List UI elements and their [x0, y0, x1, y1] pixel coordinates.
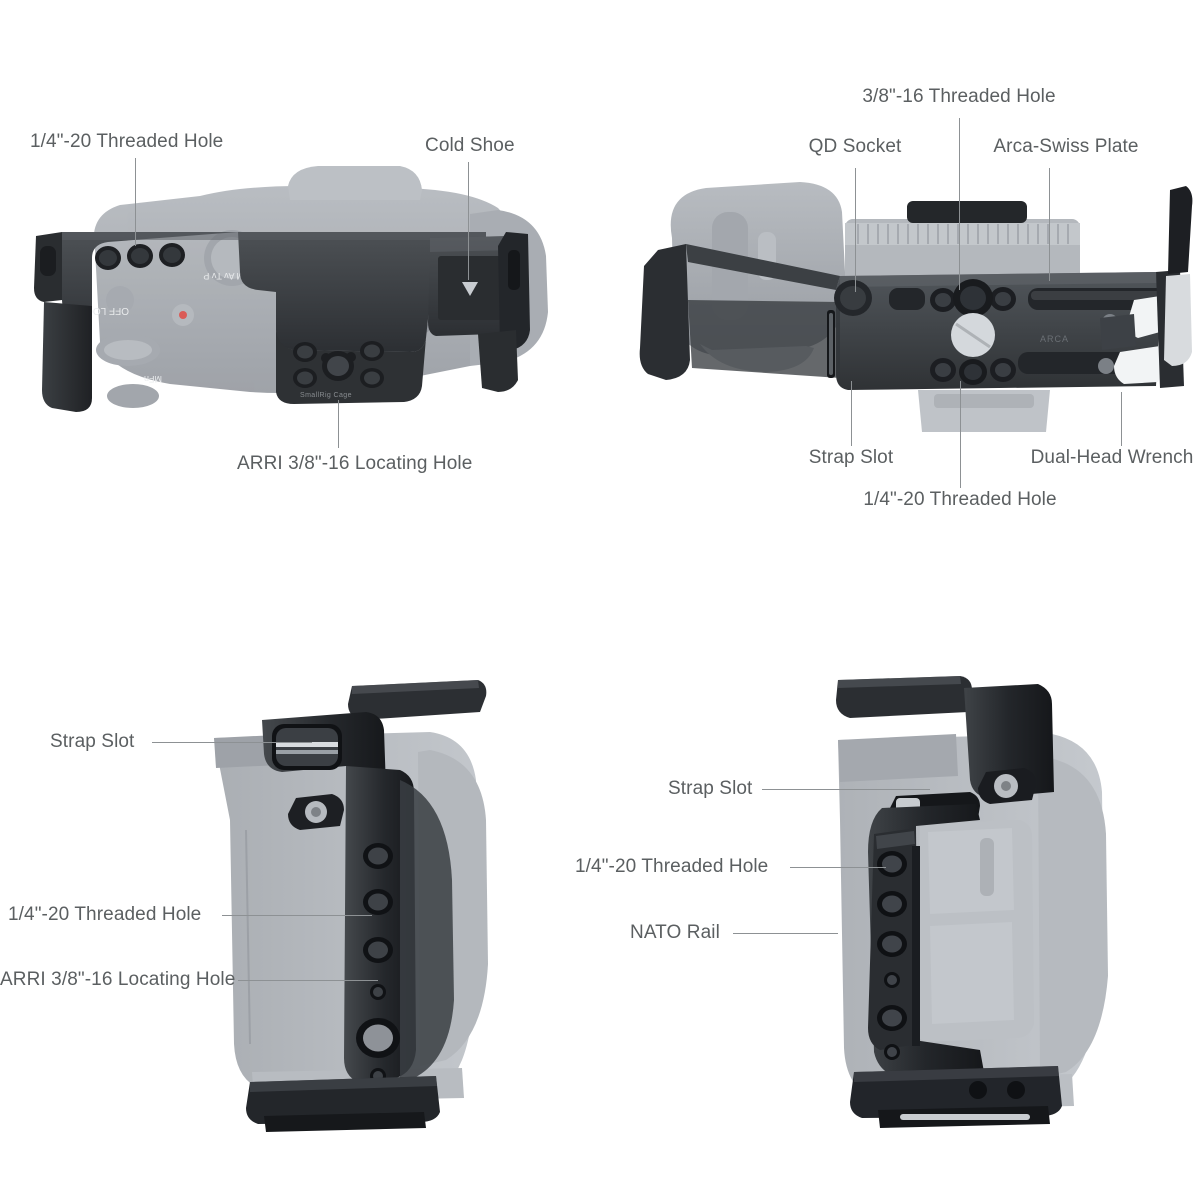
label-strap-slot-side-left: Strap Slot — [50, 731, 135, 752]
label-strap-slot-side-right: Strap Slot — [668, 778, 753, 799]
label-strap-slot-bottom: Strap Slot — [808, 447, 894, 468]
cage-top-frame: SmallRig Cage — [34, 232, 530, 412]
label-arca-swiss-plate: Arca-Swiss Plate — [993, 136, 1139, 157]
label-quarter-20-threaded-hole-side: 1/4"-20 Threaded Hole — [8, 904, 202, 925]
leader-quarter-20-threaded-hole-nato — [790, 867, 886, 868]
label-cold-shoe: Cold Shoe — [425, 135, 515, 156]
svg-text:M Av Tv P: M Av Tv P — [203, 271, 244, 281]
cold-shoe-block — [428, 232, 530, 392]
leader-arri-locating-hole-side — [238, 980, 378, 981]
leader-quarter-20-threaded-hole — [135, 158, 136, 246]
side-hole-column-right — [877, 851, 907, 1060]
label-nato-rail: NATO Rail — [630, 922, 720, 943]
leader-nato-rail — [733, 933, 838, 934]
qd-socket-feature — [834, 280, 872, 316]
label-dual-head-wrench: Dual-Head Wrench — [1030, 447, 1194, 468]
panel-side-view-right: M — [575, 620, 1199, 1200]
panel-side-view-left: Strap Slot 1/4"-20 Threaded Hole ARRI 3/… — [0, 620, 600, 1200]
cage-side-frame-left — [246, 680, 487, 1132]
leader-quarter-20-threaded-hole-side — [222, 915, 372, 916]
strap-slot-left-feature — [272, 724, 342, 770]
leader-quarter-20-threaded-hole-bottom — [960, 381, 961, 488]
arri-locating-hole-group — [293, 341, 384, 388]
strap-slot-bottom-feature — [827, 310, 835, 378]
leader-strap-slot-bottom — [851, 381, 852, 446]
side-view-left-illustration — [214, 680, 488, 1132]
svg-text:SmallRig Cage: SmallRig Cage — [300, 392, 352, 399]
label-arri-locating-hole-side: ARRI 3/8"-16 Locating Hole — [0, 969, 236, 990]
label-quarter-20-threaded-hole-bottom: 1/4"-20 Threaded Hole — [863, 489, 1057, 510]
cage-screw-right — [978, 768, 1036, 804]
label-three-eighths-16-threaded-hole: 3/8"-16 Threaded Hole — [862, 86, 1056, 107]
quarter-20-hole-group — [95, 243, 185, 270]
leader-strap-slot-side-right — [762, 789, 930, 790]
leader-cold-shoe — [468, 162, 469, 280]
label-qd-socket: QD Socket — [808, 136, 902, 157]
label-quarter-20-threaded-hole-nato: 1/4"-20 Threaded Hole — [575, 856, 769, 877]
leader-strap-slot-side-left — [152, 742, 312, 743]
panel-top-view: EOS M Av Tv P OFF LOCK ON MFn — [0, 0, 600, 560]
svg-text:OFF LOCK ON: OFF LOCK ON — [61, 305, 129, 316]
top-view-illustration: EOS M Av Tv P OFF LOCK ON MFn — [34, 166, 548, 412]
leader-qd-socket — [855, 168, 856, 292]
bottom-view-illustration: ARCA — [639, 182, 1193, 432]
cage-screw-left — [288, 794, 344, 830]
svg-text:ARCA: ARCA — [1040, 334, 1069, 344]
leader-three-eighths-16-threaded-hole — [959, 118, 960, 290]
label-quarter-20-threaded-hole: 1/4"-20 Threaded Hole — [30, 131, 224, 152]
panel-bottom-view: ARCA 3/8"-16 Threaded Hole QD Socket Arc… — [600, 0, 1199, 560]
leader-arri-locating-hole — [338, 400, 339, 448]
dual-head-wrench-feature — [1100, 296, 1166, 384]
label-arri-locating-hole: ARRI 3/8"-16 Locating Hole — [237, 453, 473, 474]
leader-arca-swiss-plate — [1049, 168, 1050, 281]
side-view-right-illustration: M — [836, 676, 1108, 1128]
leader-dual-head-wrench — [1121, 392, 1122, 446]
cage-bottom-plate: ARCA — [639, 186, 1193, 390]
threaded-hole-cluster — [930, 279, 1016, 385]
cage-side-frame-right: M — [836, 676, 1062, 1128]
svg-text:MFn: MFn — [144, 374, 162, 384]
